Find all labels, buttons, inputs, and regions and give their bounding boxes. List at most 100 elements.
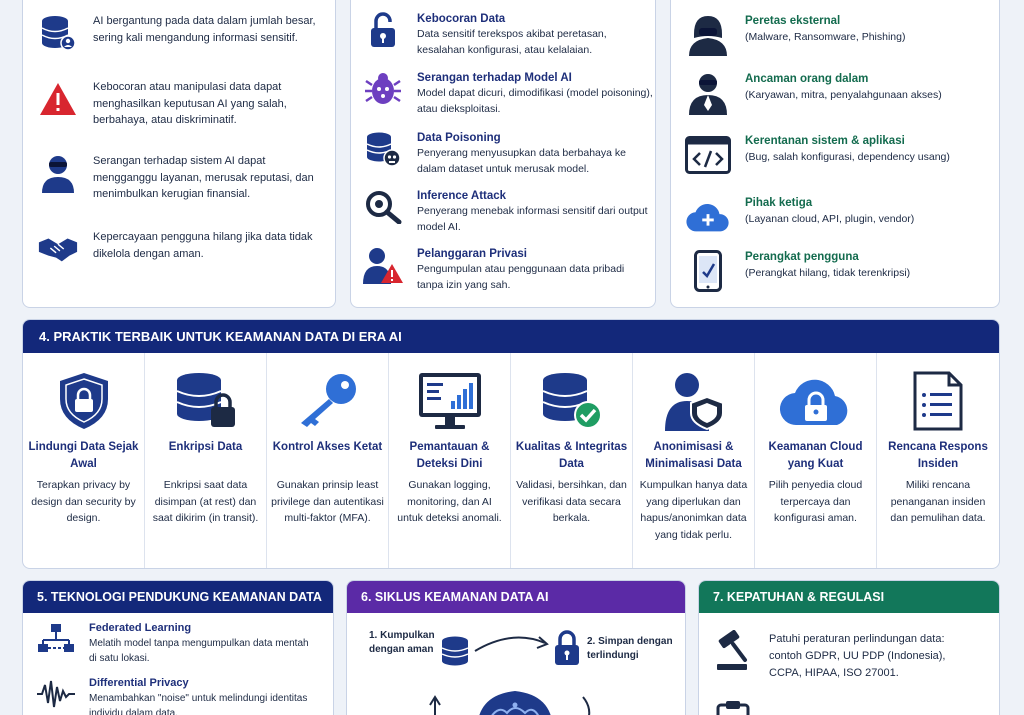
- tech-title: Differential Privacy: [89, 677, 189, 689]
- threat-title: Kebocoran Data: [417, 13, 506, 25]
- database-lock-icon: [145, 371, 266, 437]
- hooded-hacker-icon: [685, 13, 731, 57]
- practice-title: Pemantauan & Deteksi Dini: [409, 441, 490, 470]
- practice-title: Lindungi Data Sejak Awal: [28, 441, 139, 470]
- practice-title: Enkripsi Data: [168, 441, 243, 453]
- compliance-item: [713, 699, 979, 715]
- bug-icon: [363, 70, 403, 108]
- insider-icon: [685, 71, 731, 115]
- best-practices-section: 4. PRAKTIK TERBAIK UNTUK KEAMANAN DATA D…: [22, 319, 1000, 569]
- tech-desc: Menambahkan "noise" untuk melindungi ide…: [89, 693, 308, 715]
- source-desc: (Karyawan, mitra, penyalahgunaan akses): [745, 89, 942, 101]
- code-window-icon: [685, 133, 731, 177]
- network-icon: [35, 621, 77, 657]
- source-item: Kerentanan sistem & aplikasi (Bug, salah…: [685, 133, 950, 177]
- threat-desc: Model dapat dicuri, dimodifikasi (model …: [417, 87, 653, 115]
- risk-text: Kepercayaan pengguna hilang jika data ti…: [93, 231, 313, 260]
- compliance-item: Patuhi peraturan perlindungan data: cont…: [713, 630, 979, 682]
- source-title: Ancaman orang dalam: [745, 73, 869, 85]
- practice-desc: Kumpulkan hanya data yang diperlukan dan…: [639, 479, 748, 541]
- tech-section: 5. TEKNOLOGI PENDUKUNG KEAMANAN DATA AI …: [22, 580, 334, 715]
- practice-desc: Terapkan privacy by design dan security …: [31, 479, 136, 524]
- practice-desc: Pilih penyedia cloud terpercaya dan konf…: [768, 479, 863, 524]
- threat-desc: Data sensitif terekspos akibat peretasan…: [417, 28, 607, 56]
- source-desc: (Malware, Ransomware, Phishing): [745, 31, 906, 43]
- source-item: Pihak ketiga (Layanan cloud, API, plugin…: [685, 195, 914, 239]
- risk-text: AI bergantung pada data dalam jumlah bes…: [93, 15, 316, 44]
- risk-item: AI bergantung pada data dalam jumlah bes…: [37, 13, 329, 53]
- source-item: Peretas eksternal (Malware, Ransomware, …: [685, 13, 905, 57]
- practice-item: Rencana Respons Insiden Miliki rencana p…: [877, 353, 999, 568]
- compliance-section: 7. KEPATUHAN & REGULASI Patuhi peraturan…: [698, 580, 1000, 715]
- threats-card: Kebocoran Data Data sensitif terekspos a…: [350, 0, 656, 308]
- practice-title: Anonimisasi & Minimalisasi Data: [645, 441, 742, 470]
- practice-item: Keamanan Cloud yang Kuat Pilih penyedia …: [755, 353, 877, 568]
- waveform-icon: [35, 676, 77, 712]
- practice-desc: Gunakan logging, monitoring, dan AI untu…: [397, 479, 502, 524]
- practice-item: Anonimisasi & Minimalisasi Data Kumpulka…: [633, 353, 755, 568]
- tech-desc: Melatih model tanpa mengumpulkan data me…: [89, 638, 309, 664]
- source-item: Ancaman orang dalam (Karyawan, mitra, pe…: [685, 71, 942, 115]
- sources-card: Peretas eksternal (Malware, Ransomware, …: [670, 0, 1000, 308]
- practice-desc: Miliki rencana penanganan insiden dan pe…: [890, 479, 986, 524]
- gavel-icon: [713, 630, 753, 671]
- threat-title: Inference Attack: [417, 190, 507, 202]
- cloud-icon: [685, 195, 731, 239]
- risk-text: Kebocoran atau manipulasi data dapat men…: [93, 81, 287, 126]
- section-header: 5. TEKNOLOGI PENDUKUNG KEAMANAN DATA AI: [23, 581, 333, 636]
- source-title: Perangkat pengguna: [745, 251, 859, 263]
- practice-item: Pemantauan & Deteksi Dini Gunakan loggin…: [389, 353, 511, 568]
- practice-title: Kualitas & Integritas Data: [515, 441, 628, 470]
- risk-item: Kepercayaan pengguna hilang jika data ti…: [37, 229, 329, 269]
- practice-item: Lindungi Data Sejak Awal Terapkan privac…: [23, 353, 145, 568]
- threat-item: Pelanggaran Privasi Pengumpulan atau pen…: [363, 246, 653, 293]
- threat-title: Serangan terhadap Model AI: [417, 72, 572, 84]
- threat-item: Kebocoran Data Data sensitif terekspos a…: [363, 11, 653, 58]
- threat-item: Inference Attack Penyerang menebak infor…: [363, 188, 653, 235]
- risk-item: Serangan terhadap sistem AI dapat mengga…: [37, 153, 329, 203]
- padlock-icon: [555, 630, 579, 665]
- section-header: 4. PRAKTIK TERBAIK UNTUK KEAMANAN DATA D…: [23, 320, 999, 353]
- practice-item: Kontrol Akses Ketat Gunakan prinsip leas…: [267, 353, 389, 568]
- compliance-text: Patuhi peraturan perlindungan data: cont…: [769, 633, 946, 679]
- warning-icon: [37, 79, 79, 119]
- source-title: Kerentanan sistem & aplikasi: [745, 135, 905, 147]
- tech-item: Federated Learning Melatih model tanpa m…: [35, 621, 315, 666]
- practice-desc: Enkripsi saat data disimpan (at rest) da…: [152, 479, 259, 524]
- practice-desc: Validasi, bersihkan, dan verifikasi data…: [516, 479, 627, 524]
- source-title: Pihak ketiga: [745, 197, 813, 209]
- threat-desc: Pengumpulan atau penggunaan data pribadi…: [417, 263, 625, 291]
- threat-item: Serangan terhadap Model AI Model dapat d…: [363, 70, 653, 117]
- user-warning-icon: [363, 246, 403, 284]
- user-shield-icon: [633, 371, 754, 437]
- monitor-chart-icon: [389, 371, 510, 437]
- handshake-icon: [37, 229, 79, 269]
- source-desc: (Bug, salah konfigurasi, dependency usan…: [745, 151, 950, 163]
- cycle-step-2: 2. Simpan dengan terlindungi: [587, 636, 673, 661]
- section-header: 6. SIKLUS KEAMANAN DATA AI: [347, 581, 685, 613]
- threat-title: Data Poisoning: [417, 132, 501, 144]
- database-user-icon: [37, 13, 79, 53]
- source-title: Peretas eksternal: [745, 15, 841, 27]
- security-cycle-section: 6. SIKLUS KEAMANAN DATA AI 1. Kumpulkan …: [346, 580, 686, 715]
- practice-item: Enkripsi Data Enkripsi saat data disimpa…: [145, 353, 267, 568]
- practice-title: Kontrol Akses Ketat: [272, 441, 383, 453]
- risk-text: Serangan terhadap sistem AI dapat mengga…: [93, 155, 314, 200]
- hacker-icon: [37, 153, 79, 193]
- threat-desc: Penyerang menebak informasi sensitif dar…: [417, 205, 648, 233]
- threat-title: Pelanggaran Privasi: [417, 248, 527, 260]
- key-icon: [267, 371, 388, 437]
- threat-desc: Penyerang menyusupkan data berbahaya ke …: [417, 147, 626, 175]
- section-header: 7. KEPATUHAN & REGULASI: [699, 581, 999, 613]
- risk-item: Kebocoran atau manipulasi data dapat men…: [37, 79, 329, 129]
- source-desc: (Perangkat hilang, tidak terenkripsi): [745, 267, 911, 279]
- document-list-icon: [877, 371, 999, 437]
- shield-lock-icon: [23, 371, 144, 437]
- database-check-icon: [511, 371, 632, 437]
- database-icon: [441, 636, 469, 666]
- practice-desc: Gunakan prinsip least privilege dan aute…: [271, 479, 384, 524]
- clipboard-icon: [713, 699, 753, 715]
- cycle-diagram: [429, 630, 591, 715]
- risks-card: AI bergantung pada data dalam jumlah bes…: [22, 0, 336, 308]
- cycle-step-1: 1. Kumpulkan dengan aman: [369, 630, 435, 655]
